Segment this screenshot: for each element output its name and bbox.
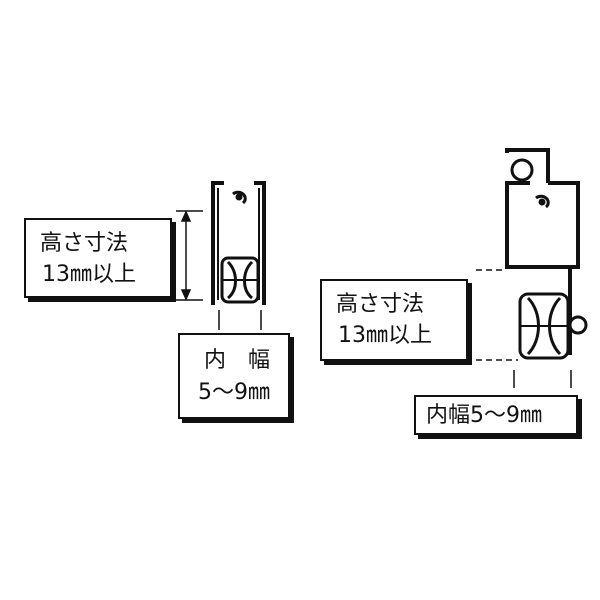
left-height-label: 高さ寸法 13㎜以上 <box>24 218 172 298</box>
left-hook-icon <box>232 190 247 205</box>
left-width-dimension <box>218 310 262 330</box>
left-width-label-line2: 5〜9㎜ <box>198 380 270 405</box>
left-width-label: 内 幅 5〜9㎜ <box>178 333 290 419</box>
right-height-label: 高さ寸法 13㎜以上 <box>320 279 468 361</box>
right-hook-icon <box>535 194 550 209</box>
left-roller-icon <box>220 256 260 304</box>
right-width-label: 内幅5〜9㎜ <box>414 395 578 435</box>
right-screw-icon <box>510 158 534 182</box>
left-height-label-line1: 高さ寸法 <box>40 231 129 256</box>
left-height-dimension <box>176 210 203 301</box>
right-height-dimension <box>476 269 518 361</box>
right-width-dimension <box>513 370 572 388</box>
right-width-label-text: 内幅5〜9㎜ <box>426 403 542 428</box>
right-roller-icon <box>518 292 588 360</box>
right-height-label-line1: 高さ寸法 <box>336 292 425 317</box>
left-height-label-line2: 13㎜以上 <box>42 262 136 287</box>
right-height-label-line2: 13㎜以上 <box>338 323 432 348</box>
right-rail-profile <box>505 148 580 355</box>
left-width-label-line1: 内 幅 <box>204 348 271 373</box>
